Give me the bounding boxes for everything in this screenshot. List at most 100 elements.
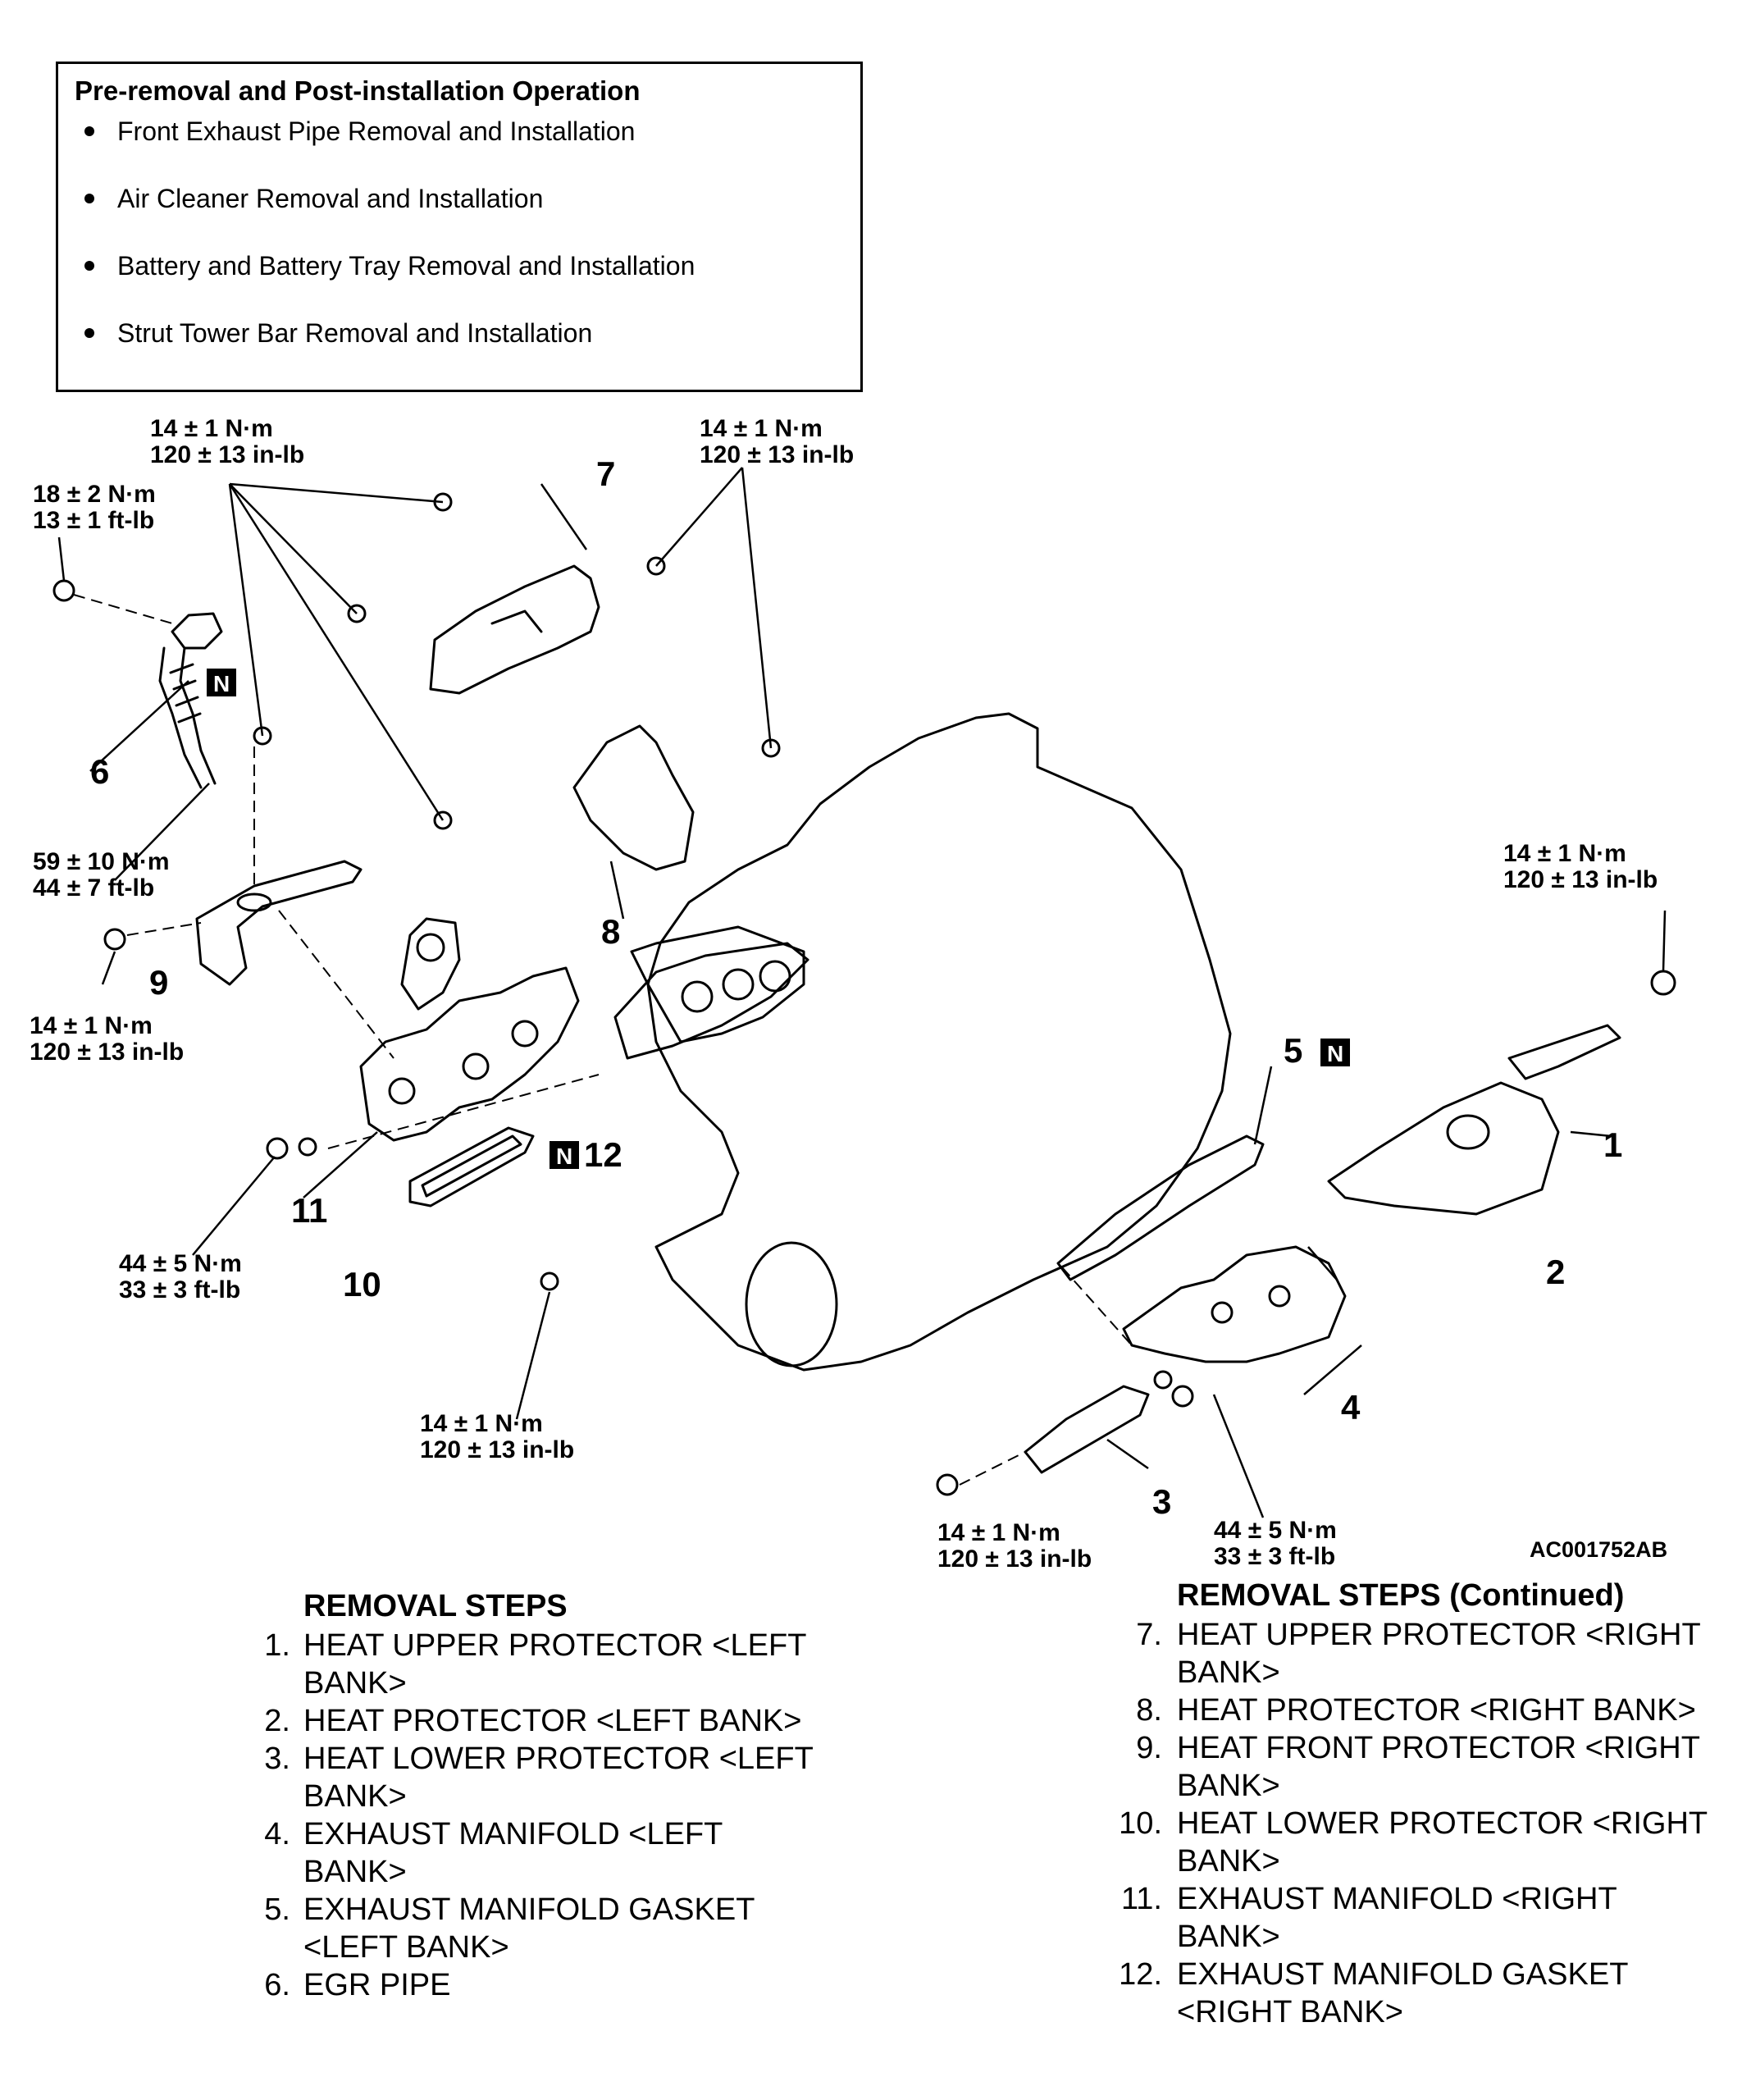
engine-pulley-outline [745,1241,838,1367]
torque-label-ftlb: 44 ± 7 ft-lb [33,874,154,902]
left-bank-gasket [1056,1134,1265,1281]
removal-step: 7. HEAT UPPER PROTECTOR <RIGHT BANK> [1111,1616,1735,1691]
step-text: EXHAUST MANIFOLD GASKET <LEFT BANK> [303,1892,755,1965]
torque-label-nm: 44 ± 5 N·m [1214,1517,1337,1544]
step-number: 8. [1136,1693,1162,1728]
removal-step: 3. HEAT LOWER PROTECTOR <LEFT BANK> [239,1740,863,1815]
engine-block-outline [646,712,1232,1372]
right-exhaust-manifold [359,966,580,1142]
pre-operation-list: Front Exhaust Pipe Removal and Installat… [75,115,844,384]
step-number: 7. [1136,1618,1162,1652]
part-number-11: 11 [291,1191,327,1230]
step-number: 6. [264,1968,290,2002]
pre-operation-box: Pre-removal and Post-installation Operat… [56,62,863,392]
n-mark-part-12 [550,1141,579,1169]
torque-label-nm: 44 ± 5 N·m [119,1250,242,1277]
step-text: HEAT LOWER PROTECTOR <RIGHT BANK> [1177,1806,1708,1879]
part-number-7: 7 [596,454,615,493]
egr-pipe [171,612,223,650]
torque-label-nm: 14 ± 1 N·m [700,415,823,442]
bolts [52,492,1676,1496]
removal-step: 4. EXHAUST MANIFOLD <LEFT BANK> [239,1815,863,1891]
left-exhaust-manifold [1122,1245,1347,1363]
part-number-8: 8 [601,912,620,951]
torque-label-inlb: 120 ± 13 in-lb [700,441,854,468]
part-number-4: 4 [1341,1388,1361,1427]
engine-cylinder-head-outline [630,925,805,1043]
step-number: 9. [1136,1731,1162,1765]
removal-step: 8. HEAT PROTECTOR <RIGHT BANK> [1111,1691,1735,1729]
pre-operation-item: Battery and Battery Tray Removal and Ins… [75,249,844,317]
heat-lower-protector-left [1024,1385,1150,1474]
step-number: 1. [264,1628,290,1663]
step-text: HEAT UPPER PROTECTOR <LEFT BANK> [303,1628,806,1701]
heat-upper-protector-right [429,564,600,695]
part-number-10: 10 [343,1265,381,1303]
exploded-diagram: 14 ± 1 N·m 120 ± 13 in-lb 18 ± 2 N·m 13 … [30,415,1676,1573]
torque-callouts: 14 ± 1 N·m 120 ± 13 in-lb 18 ± 2 N·m 13 … [30,415,1658,1573]
heat-protector-right [572,724,695,871]
removal-step: 10. HEAT LOWER PROTECTOR <RIGHT BANK> [1111,1805,1735,1880]
pre-operation-item: Front Exhaust Pipe Removal and Installat… [75,115,844,182]
torque-label-nm: 14 ± 1 N·m [150,415,273,442]
torque-label-nm: 14 ± 1 N·m [30,1012,153,1039]
removal-step: 11. EXHAUST MANIFOLD <RIGHT BANK> [1111,1880,1735,1956]
part-number-5: 5 [1284,1031,1302,1070]
removal-step: 5.EXHAUST MANIFOLD GASKET <LEFT BANK> [239,1891,863,1966]
step-text: HEAT LOWER PROTECTOR <LEFT BANK> [303,1742,814,1814]
torque-label-inlb: 120 ± 13 in-lb [30,1039,184,1066]
step-text: HEAT PROTECTOR <RIGHT BANK> [1177,1693,1696,1728]
part-number-2: 2 [1546,1253,1565,1291]
n-marks: N N N [207,669,1350,1169]
removal-steps-continued: REMOVAL STEPS (Continued) 7. HEAT UPPER P… [1111,1577,1735,2031]
pre-operation-title: Pre-removal and Post-installation Operat… [75,75,641,106]
step-number: 10. [1119,1806,1162,1841]
step-text: HEAT PROTECTOR <LEFT BANK> [303,1704,802,1738]
pre-operation-item: Air Cleaner Removal and Installation [75,182,844,249]
removal-step: 6. EGR PIPE [239,1966,863,2004]
figure-reference-code: AC001752AB [1530,1537,1667,1562]
step-number: 12. [1119,1957,1162,1992]
step-text: EXHAUST MANIFOLD GASKET <RIGHT BANK> [1177,1957,1628,2029]
step-number: 11. [1120,1882,1162,1916]
step-number: 4. [264,1817,290,1851]
removal-steps-continued-title: REMOVAL STEPS (Continued) [1177,1578,1625,1613]
part-number-1: 1 [1603,1125,1622,1164]
removal-steps-title: REMOVAL STEPS [303,1589,568,1623]
n-mark-text: N [213,671,230,696]
part-number-9: 9 [149,963,168,1002]
part-number-6: 6 [90,752,109,791]
step-text: EXHAUST MANIFOLD <RIGHT BANK> [1177,1882,1617,1954]
n-mark-part-5 [1320,1039,1350,1066]
torque-label-inlb: 120 ± 13 in-lb [1503,866,1658,893]
heat-front-protector [195,860,363,986]
torque-label-inlb: 120 ± 13 in-lb [420,1436,574,1463]
torque-label-ftlb: 33 ± 3 ft-lb [119,1276,240,1303]
step-text: HEAT FRONT PROTECTOR <RIGHT BANK> [1177,1731,1700,1803]
n-mark-text: N [1327,1041,1343,1066]
torque-label-inlb: 120 ± 13 in-lb [150,441,304,468]
pre-operation-item: Strut Tower Bar Removal and Installation [75,317,844,384]
removal-steps-list: 1. HEAT UPPER PROTECTOR <LEFT BANK> 2. HEA… [239,1627,863,2004]
torque-label-nm: 14 ± 1 N·m [1503,840,1626,867]
removal-step: 9. HEAT FRONT PROTECTOR <RIGHT BANK> [1111,1729,1735,1805]
heat-upper-protector-left [1507,1024,1621,1080]
step-text: HEAT UPPER PROTECTOR <RIGHT BANK> [1177,1618,1701,1690]
torque-label-nm: 14 ± 1 N·m [420,1410,543,1437]
step-number: 3. [264,1742,290,1776]
heat-protector-left [1327,1081,1560,1216]
n-mark-part-6 [207,669,236,696]
torque-label-ftlb: 33 ± 3 ft-lb [1214,1543,1335,1570]
removal-steps: REMOVAL STEPS 1. HEAT UPPER PROTECTOR <LE… [239,1587,863,2004]
removal-step: 2. HEAT PROTECTOR <LEFT BANK> [239,1702,863,1740]
removal-steps-continued-list: 7. HEAT UPPER PROTECTOR <RIGHT BANK> 8. HE… [1111,1616,1735,2031]
step-text: EGR PIPE [303,1968,451,2002]
step-text: EXHAUST MANIFOLD <LEFT BANK> [303,1817,723,1889]
part-number-12: 12 [584,1135,622,1174]
torque-label-nm: 14 ± 1 N·m [937,1519,1060,1546]
torque-label-inlb: 120 ± 13 in-lb [937,1545,1092,1573]
step-number: 2. [264,1704,290,1738]
part-numbers: 1 2 3 4 5 6 7 8 9 10 11 12 [90,454,1622,1521]
torque-label-ftlb: 13 ± 1 ft-lb [33,507,154,534]
removal-step: 12. EXHAUST MANIFOLD GASKET <RIGHT BANK> [1111,1956,1735,2031]
